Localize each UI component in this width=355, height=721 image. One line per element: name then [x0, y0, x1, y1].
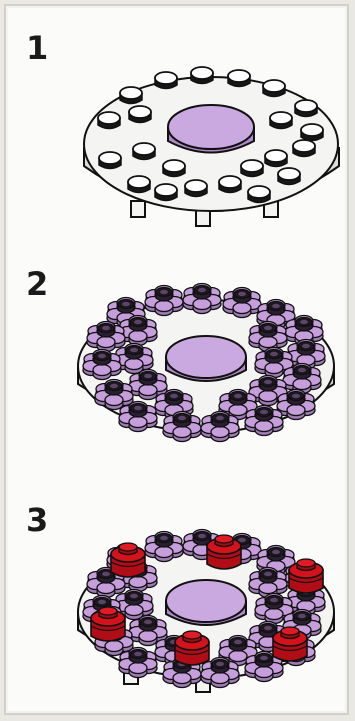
stud-icon: [228, 70, 250, 87]
stud-icon: [248, 186, 270, 203]
flower-plate-icon: [163, 412, 201, 442]
stud-icon: [120, 87, 142, 104]
stud-icon: [301, 124, 323, 141]
center-tile: [168, 105, 254, 153]
flower-plate-icon: [83, 350, 121, 380]
step-2: 2: [6, 242, 351, 482]
stud-icon: [133, 143, 155, 160]
red-round-brick-icon: [175, 631, 209, 665]
flower-plate-icon: [277, 390, 315, 420]
flower-plate-icon: [223, 288, 261, 318]
stud-icon: [278, 168, 300, 185]
flower-plate-icon: [145, 532, 183, 562]
stud-icon: [129, 106, 151, 123]
stud-icon: [263, 80, 285, 97]
flower-plate-icon: [119, 402, 157, 432]
stud-icon: [265, 150, 287, 167]
flower-plate-icon: [183, 284, 221, 314]
stud-icon: [185, 180, 207, 197]
stud-icon: [128, 176, 150, 193]
step-1: 1: [6, 6, 351, 246]
flower-plate-icon: [283, 364, 321, 394]
stud-icon: [241, 160, 263, 177]
stud-icon: [155, 184, 177, 201]
stud-icon: [295, 100, 317, 117]
step-number: 1: [26, 32, 48, 64]
red-round-brick-icon: [289, 559, 323, 593]
stud-icon: [191, 67, 213, 84]
flower-plate-icon: [249, 322, 287, 352]
flower-plate-icon: [249, 568, 287, 598]
stud-icon: [98, 112, 120, 129]
red-round-brick-icon: [273, 627, 307, 661]
step-3-illustration: [6, 478, 351, 718]
step-1-illustration: [6, 6, 351, 246]
flower-plate-icon: [245, 406, 283, 436]
flower-plate-icon: [145, 286, 183, 316]
center-tile: [166, 336, 246, 381]
stud-icon: [270, 112, 292, 129]
step-2-illustration: [6, 242, 351, 482]
red-round-brick-icon: [111, 543, 145, 577]
step-number: 3: [26, 504, 48, 536]
flower-plate-icon: [87, 322, 125, 352]
stud-icon: [219, 176, 241, 193]
step-3: 3: [6, 478, 351, 718]
stud-icon: [99, 152, 121, 169]
stud-icon: [155, 72, 177, 89]
instruction-panel: 1 2: [4, 4, 349, 715]
red-round-brick-icon: [207, 535, 241, 569]
step-number: 2: [26, 268, 48, 300]
center-tile: [166, 580, 246, 625]
stud-icon: [163, 160, 185, 177]
flower-plate-icon: [119, 648, 157, 678]
stud-icon: [293, 140, 315, 157]
flower-plate-icon: [201, 412, 239, 442]
red-round-brick-icon: [91, 607, 125, 641]
